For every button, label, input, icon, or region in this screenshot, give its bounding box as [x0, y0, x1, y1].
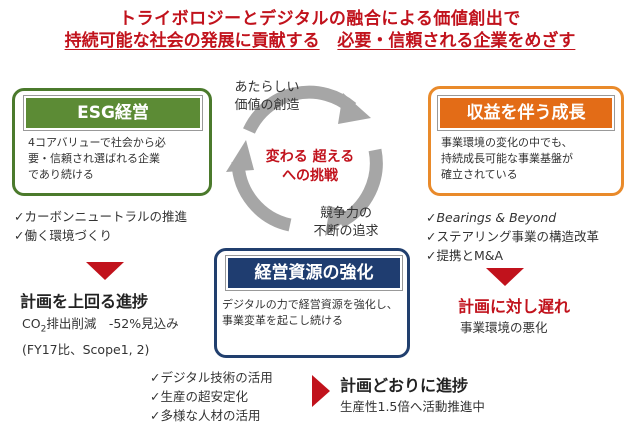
esg-result-line1: CO2排出削減 -52%見込み [22, 314, 179, 340]
esg-title-badge: ESG経営 [24, 96, 202, 130]
resource-checklist: ✓デジタル技術の活用 ✓生産の超安定化 ✓多様な人材の活用 [150, 368, 273, 425]
esg-result-title: 計画を上回る進捗 [20, 292, 149, 311]
cycle-center-line2: への挑戦 [282, 168, 338, 184]
esg-desc-line3: であり続ける [28, 168, 94, 181]
headline-part1: 持続可能な社会の発展に貢献する [64, 31, 320, 51]
esg-down-arrow [86, 262, 124, 280]
resource-right-arrow [312, 375, 330, 407]
cycle-arrow-top [243, 85, 357, 134]
esg-co2-reduction: 排出削減 -52%見込み [46, 316, 179, 331]
arrowhead-top [338, 93, 371, 124]
resource-description: デジタルの力で経営資源を強化し、 事業変革を起こし続ける [222, 297, 408, 329]
arrowhead-right [325, 206, 355, 236]
cycle-label-competitiveness-line1: 競争力の [319, 206, 372, 221]
resource-desc-line2: 事業変革を起こし続ける [222, 314, 343, 327]
profit-check-item: ✓提携とM&A [426, 248, 504, 263]
esg-result-line2: (FY17比、Scope1, 2) [22, 341, 150, 357]
profit-desc-line2: 持続成長可能な事業基盤が [441, 152, 573, 165]
profit-checklist: ✓Bearings & Beyond ✓ステアリング事業の構造改革 ✓提携とM&… [426, 208, 599, 265]
cycle-arrowheads [226, 93, 371, 236]
profit-result-detail: 事業環境の悪化 [460, 320, 548, 335]
esg-co2-label: CO [22, 316, 41, 331]
cycle-label-new-value-line2: 価値の創造 [234, 98, 300, 113]
profit-check-item: ✓Bearings & Beyond [426, 210, 557, 225]
cycle-label-new-value: あたらしい 価値の創造 [232, 79, 302, 115]
cycle-label-new-value-line1: あたらしい [234, 80, 300, 95]
headline-part2: 必要・信頼される企業をめざす [337, 31, 576, 51]
arrowhead-left [226, 140, 254, 172]
headline-line2: 持続可能な社会の発展に貢献する 必要・信頼される企業をめざす [0, 26, 640, 51]
esg-check-item: ✓働く環境づくり [14, 228, 112, 243]
profit-title-badge: 収益を伴う成長 [438, 96, 614, 130]
esg-checklist: ✓カーボンニュートラルの推進 ✓働く環境づくり [14, 207, 187, 245]
resource-check-item: ✓デジタル技術の活用 [150, 370, 273, 385]
esg-co2-subscript: 2 [40, 324, 47, 335]
esg-result-detail: CO2排出削減 -52%見込み (FY17比、Scope1, 2) [22, 314, 179, 359]
profit-result-title: 計画に対し遅れ [458, 297, 571, 316]
esg-check-item: ✓カーボンニュートラルの推進 [14, 209, 187, 224]
resource-title-badge: 経営資源の強化 [226, 256, 402, 290]
resource-check-item: ✓生産の超安定化 [150, 389, 248, 404]
resource-desc-line1: デジタルの力で経営資源を強化し、 [222, 298, 398, 311]
esg-description: 4コアバリューで社会から必 要・信頼され選ばれる企業 であり続ける [28, 135, 206, 183]
resource-result-title: 計画どおりに進捗 [340, 376, 469, 395]
resource-result-detail: 生産性1.5倍へ活動推進中 [340, 399, 485, 414]
esg-desc-line1: 4コアバリューで社会から必 [28, 136, 166, 149]
cycle-center-line1: 変わる 超える [265, 149, 355, 165]
esg-desc-line2: 要・信頼され選ばれる企業 [28, 152, 160, 165]
cycle-label-competitiveness: 競争力の 不断の追求 [306, 205, 386, 241]
profit-down-arrow [486, 268, 524, 286]
cycle-label-competitiveness-line2: 不断の追求 [313, 224, 379, 239]
profit-desc-line3: 確立されている [441, 168, 518, 181]
cycle-center-text: 変わる 超える への挑戦 [262, 148, 358, 186]
resource-check-item: ✓多様な人材の活用 [150, 408, 261, 423]
cycle-arrow-left [231, 161, 292, 232]
profit-description: 事業環境の変化の中でも、 持続成長可能な事業基盤が 確立されている [441, 135, 619, 183]
profit-check-item: ✓ステアリング事業の構造改革 [426, 229, 599, 244]
headline-line1: トライボロジーとデジタルの融合による価値創出で [119, 9, 521, 29]
profit-desc-line1: 事業環境の変化の中でも、 [441, 136, 573, 149]
